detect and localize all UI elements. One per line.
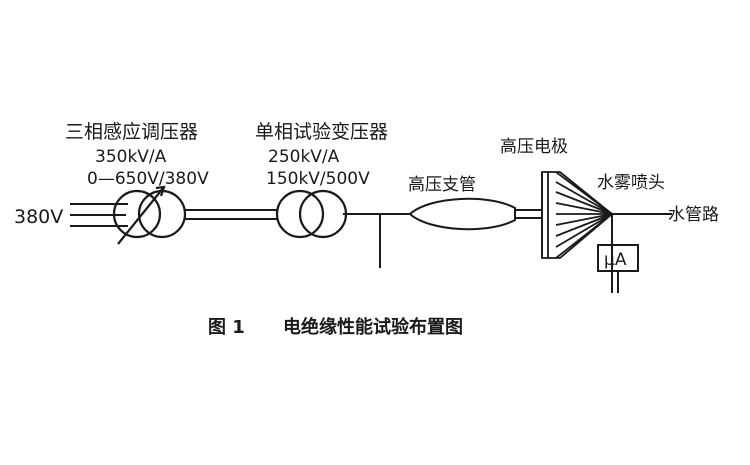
regulator-voltage-label: 0—650V/380V [87,169,209,189]
regulator-name-label: 三相感应调压器 [65,121,198,143]
caption-number: 图 1 [208,317,245,338]
induction-regulator-symbol [112,185,187,245]
water-pipe-symbol [611,213,672,293]
regulator-rating-label: 350kV/A [95,147,167,167]
hv-electrode-label: 高压电极 [500,137,568,157]
connection-lines [185,209,410,268]
hv-bushing-label: 高压支管 [408,175,476,195]
spray-nozzle-label: 水雾喷头 [597,173,665,193]
input-lines [70,203,128,227]
input-voltage-label: 380V [14,206,63,228]
hv-bushing-symbol [408,197,542,231]
microammeter-symbol [597,244,639,293]
transformer-rating-label: 250kV/A [268,147,340,167]
transformer-voltage-label: 150kV/500V [266,169,370,189]
microammeter-label: μA [604,250,627,270]
hv-electrode-symbol [541,171,614,259]
test-transformer-symbol [275,189,348,239]
caption-title: 电绝缘性能试验布置图 [283,316,463,338]
transformer-name-label: 单相试验变压器 [255,121,388,143]
water-pipe-label: 水管路 [668,205,719,225]
